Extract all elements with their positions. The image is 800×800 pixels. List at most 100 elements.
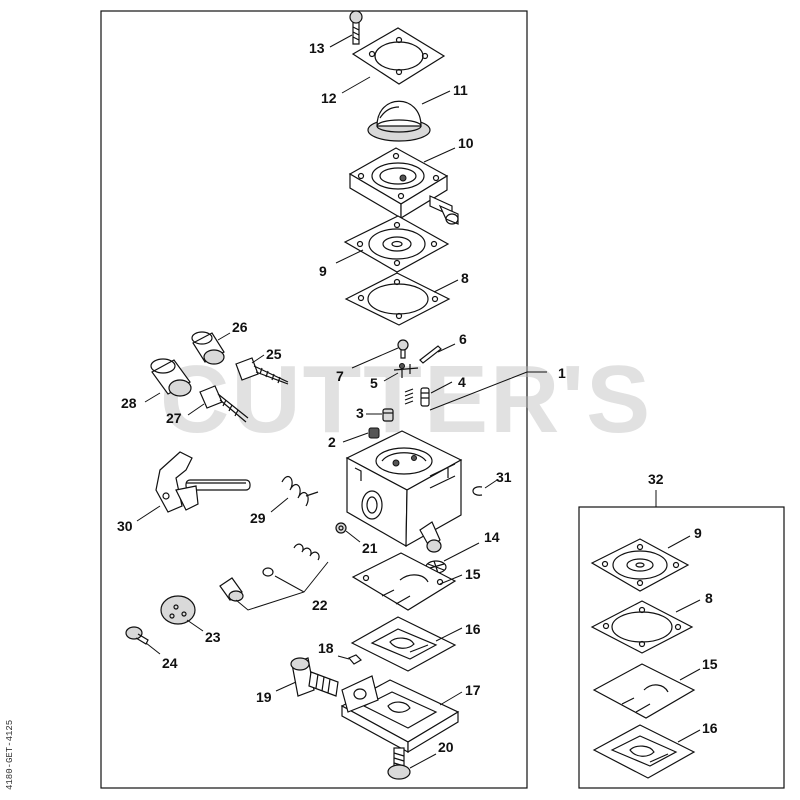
part-5-inlet-lever[interactable]	[393, 363, 419, 379]
kit-part-8-gasket[interactable]	[590, 600, 694, 654]
leader-8	[433, 279, 459, 293]
callout-10: 10	[458, 135, 474, 151]
callout-31: 31	[496, 469, 512, 485]
drawing-code: 4180-GET-4125	[5, 720, 15, 790]
part-27-adjusting-screw[interactable]	[199, 385, 249, 423]
part-18-pin[interactable]	[348, 654, 362, 665]
callout-26: 26	[232, 319, 248, 335]
callout-28: 28	[121, 395, 137, 411]
kit-leader-15	[679, 668, 701, 681]
leader-25	[251, 354, 265, 364]
part-8-gasket[interactable]	[344, 272, 451, 326]
kit-part-16-gasket[interactable]	[592, 724, 696, 779]
callout-17: 17	[465, 682, 481, 698]
leader-14	[443, 542, 480, 562]
callout-24: 24	[162, 655, 178, 671]
part-28-limiter-cap[interactable]	[150, 358, 192, 397]
part-6-pin[interactable]	[419, 345, 442, 364]
callout-7: 7	[336, 368, 344, 384]
callout-32: 32	[648, 471, 664, 487]
callout-14: 14	[484, 529, 500, 545]
leader-11	[421, 90, 451, 105]
leader-10	[423, 147, 456, 163]
part-11-primer-bulb[interactable]	[367, 100, 431, 142]
callout-18: 18	[318, 640, 334, 656]
part-20-screw[interactable]	[387, 747, 411, 780]
leader-21	[345, 530, 361, 543]
callout-23: 23	[205, 629, 221, 645]
part-29-torsion-spring[interactable]	[281, 476, 319, 507]
kit-callout-9: 9	[694, 525, 702, 541]
part-3-sleeve[interactable]	[382, 408, 394, 422]
leader-16	[435, 627, 463, 642]
leader-24	[145, 642, 161, 655]
leader-18	[337, 655, 350, 660]
callout-5: 5	[370, 375, 378, 391]
part-12-gasket[interactable]	[351, 27, 446, 85]
leader-17	[439, 691, 463, 706]
part-17-end-cover[interactable]	[340, 675, 460, 754]
callout-6: 6	[459, 331, 467, 347]
callout-29: 29	[250, 510, 266, 526]
leader-1	[429, 371, 547, 411]
leader-4	[430, 381, 453, 394]
leader-20	[409, 753, 437, 769]
callout-16: 16	[465, 621, 481, 637]
leader-23	[186, 619, 204, 632]
kit-leader-8	[675, 599, 701, 613]
leader-26	[217, 332, 231, 341]
kit-part-15-metering-diaphragm[interactable]	[592, 663, 696, 719]
part-23-choke-disc[interactable]	[160, 595, 196, 625]
callout-13: 13	[309, 40, 325, 56]
part-26-limiter-cap[interactable]	[191, 331, 225, 365]
kit-part-9-diaphragm[interactable]	[590, 538, 690, 592]
leader-6	[437, 343, 456, 353]
main-diagram-frame	[100, 10, 528, 789]
callout-19: 19	[256, 689, 272, 705]
callout-2: 2	[328, 434, 336, 450]
callout-9: 9	[319, 263, 327, 279]
leader-9	[335, 249, 364, 264]
leader-31	[484, 479, 498, 489]
carburetor-body[interactable]	[345, 430, 463, 553]
leader-27	[187, 403, 205, 416]
leader-13	[329, 34, 353, 48]
callout-25: 25	[266, 346, 282, 362]
part-31-circlip[interactable]	[472, 486, 483, 496]
callout-3: 3	[356, 405, 364, 421]
kit-callout-15: 15	[702, 656, 718, 672]
leader-5	[383, 372, 399, 382]
callout-4: 4	[458, 374, 466, 390]
part-22-detent-spring[interactable]	[219, 543, 320, 602]
leader-19	[275, 681, 297, 692]
leader-2	[342, 432, 369, 443]
part-7-screw[interactable]	[397, 339, 409, 359]
part-21-washer[interactable]	[335, 522, 347, 534]
part-4-spring-needle[interactable]	[404, 387, 430, 407]
callout-27: 27	[166, 410, 182, 426]
kit-callout-8: 8	[705, 590, 713, 606]
part-13-screw[interactable]	[349, 10, 363, 45]
part-16-gasket[interactable]	[350, 616, 457, 672]
part-15-metering-diaphragm[interactable]	[351, 552, 457, 611]
part-10-carburetor-cover[interactable]	[348, 147, 459, 225]
kit-leader-9	[667, 535, 691, 549]
callout-1: 1	[558, 365, 566, 381]
part-30-throttle-shaft[interactable]	[155, 451, 251, 513]
part-2-screen[interactable]	[368, 427, 380, 439]
kit-callout-16: 16	[702, 720, 718, 736]
repair-kit-frame	[578, 506, 785, 789]
callout-20: 20	[438, 739, 454, 755]
leader-30	[136, 505, 161, 522]
leader-7	[351, 347, 399, 369]
part-9-diaphragm[interactable]	[343, 215, 450, 273]
kit-leader-16	[677, 729, 701, 743]
callout-15: 15	[465, 566, 481, 582]
callout-12: 12	[321, 90, 337, 106]
callout-11: 11	[453, 82, 468, 98]
part-24-screw[interactable]	[125, 626, 149, 645]
part-19-fuel-fitting[interactable]	[290, 657, 339, 697]
leader-29	[270, 497, 289, 513]
part-25-adjusting-screw[interactable]	[235, 357, 289, 385]
